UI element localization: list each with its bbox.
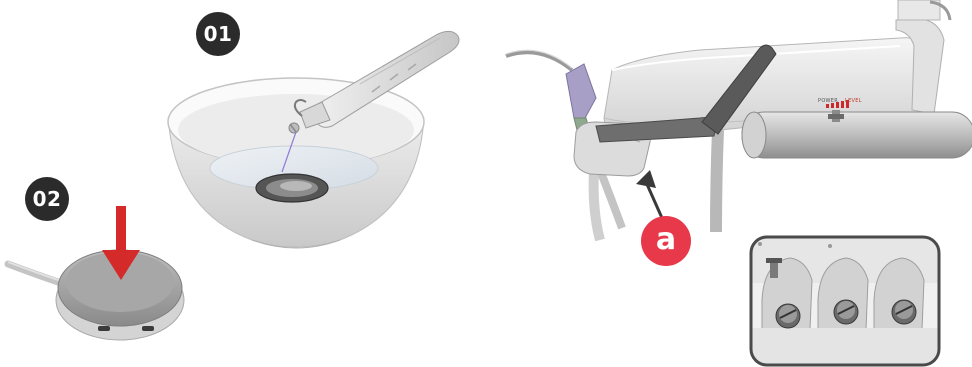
holder-arm-post [716,130,718,232]
adjustment-screw [834,300,858,324]
level-label: LEVEL [845,98,862,104]
power-label: POWER [818,98,838,104]
adjustment-screw [892,300,916,324]
callout-badge-a: a [641,216,691,266]
callout-arrow [636,170,662,218]
adjustment-screw [776,304,800,328]
foot-switch-group [8,250,184,340]
support-tube [742,112,972,158]
foot-switch-cable [8,264,64,284]
step-badge-02: 02 [25,177,69,221]
step-badge-01: 01 [196,12,240,56]
dental-unit [506,0,972,240]
detail-inset [751,237,939,367]
syringe-holder [566,64,596,120]
hose-left [594,170,600,240]
